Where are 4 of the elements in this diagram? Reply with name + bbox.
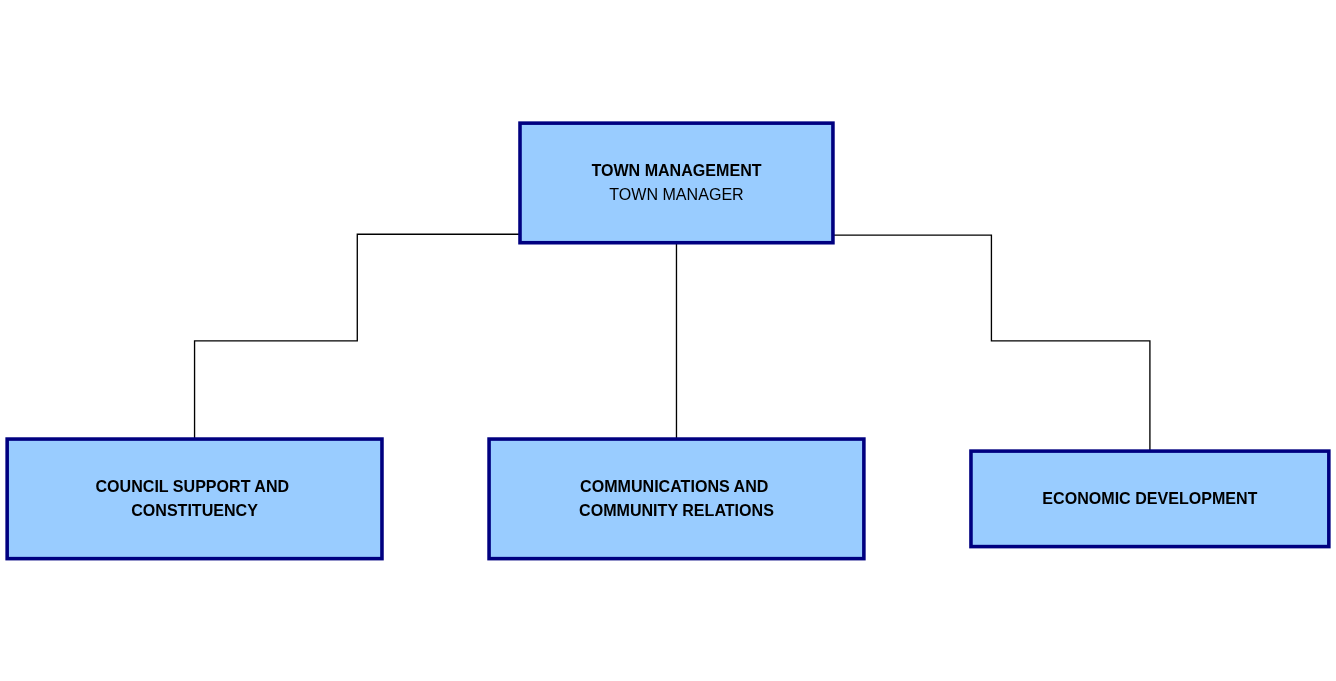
- node-box: COMMUNICATIONS AND COMMUNITY RELATIONS: [487, 436, 866, 561]
- node-box: COUNCIL SUPPORT AND CONSTITUENCY: [5, 436, 384, 561]
- node-box: ECONOMIC DEVELOPMENT: [969, 448, 1331, 548]
- node-box: TOWN MANAGEMENT TOWN MANAGER: [518, 120, 835, 245]
